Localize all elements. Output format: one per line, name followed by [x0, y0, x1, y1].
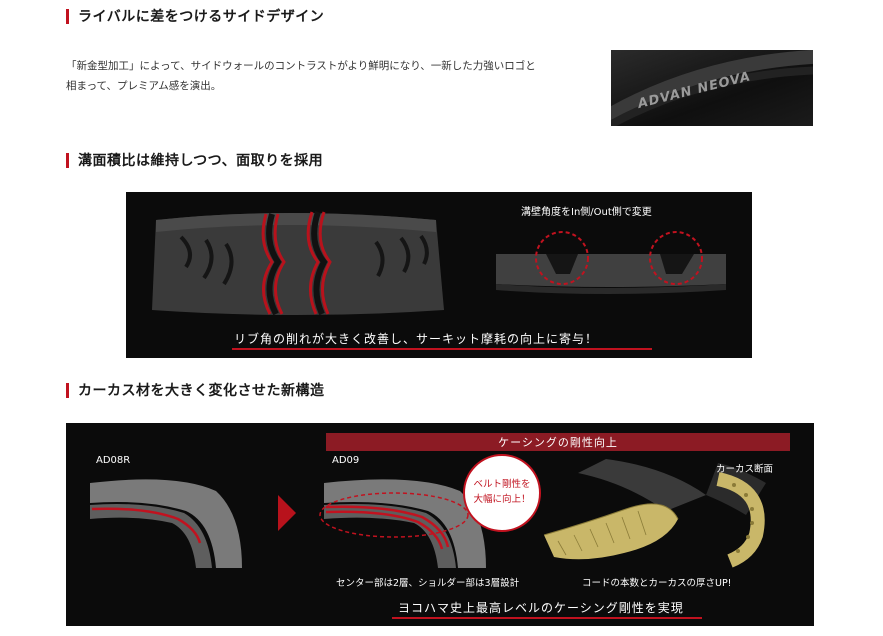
- highlight-circle-out: [649, 231, 703, 285]
- section-heading-text: ライバルに差をつけるサイドデザイン: [78, 9, 325, 25]
- caption-underline: [392, 617, 702, 619]
- note-cord-count: コードの本数とカーカスの厚さUP!: [582, 578, 732, 589]
- groove-caption: リブ角の削れが大きく改善し、サーキット摩耗の向上に寄与！: [234, 332, 599, 346]
- bubble-text: ベルト剛性を 大幅に向上！: [468, 477, 536, 507]
- heading-accent-bar: [66, 8, 69, 24]
- callout-bubble: [463, 454, 541, 532]
- groove-angle-label: 溝壁角度をIn側/Out側で変更: [521, 207, 652, 218]
- tread-illustration: [152, 211, 726, 316]
- section-heading-side-design: ライバルに差をつけるサイドデザイン: [66, 7, 324, 25]
- label-old-model: AD08R: [96, 455, 131, 466]
- note-layer-design: センター部は2層、ショルダー部は3層設計: [336, 578, 520, 589]
- banner-text: ケーシングの剛性向上: [498, 436, 618, 449]
- section-heading-carcass: カーカス材を大きく変化させた新構造: [66, 381, 325, 399]
- side-design-description: 「新金型加工」によって、サイドウォールのコントラストがより鮮明になり、一新した力…: [66, 56, 596, 96]
- carcass-illustration: [90, 454, 766, 568]
- sidewall-logo-photo: ADVAN NEOVA: [611, 50, 813, 126]
- heading-accent-bar: [66, 152, 69, 168]
- sidewall-curve-graphic: ADVAN NEOVA: [611, 50, 813, 126]
- bubble-line: ベルト剛性を: [473, 479, 531, 490]
- section-heading-text: 溝面積比は維持しつつ、面取りを採用: [78, 153, 324, 169]
- description-line: 「新金型加工」によって、サイドウォールのコントラストがより鮮明になり、一新した力…: [66, 60, 536, 72]
- carcass-caption: ヨコハマ史上最高レベルのケーシング剛性を実現: [398, 601, 684, 615]
- section-heading-groove: 溝面積比は維持しつつ、面取りを採用: [66, 151, 323, 169]
- compare-arrow-icon: [278, 495, 296, 531]
- bubble-line: 大幅に向上！: [473, 494, 531, 505]
- casing-rigidity-banner: ケーシングの剛性向上: [326, 433, 790, 451]
- carcass-panel: ケーシングの剛性向上 AD08R AD09 カーカス断面 ベルト剛性を 大幅に向…: [66, 423, 814, 626]
- description-line: 相まって、プレミアム感を演出。: [66, 80, 222, 92]
- highlight-circle-in: [535, 231, 589, 285]
- groove-panel: 溝壁角度をIn側/Out側で変更 リブ角の削れが大きく改善し、サーキット摩耗の向…: [126, 192, 752, 358]
- section-heading-text: カーカス材を大きく変化させた新構造: [78, 383, 325, 399]
- label-new-model: AD09: [332, 455, 360, 466]
- heading-accent-bar: [66, 382, 69, 398]
- label-carcass-section: カーカス断面: [716, 464, 774, 475]
- caption-underline: [232, 348, 652, 350]
